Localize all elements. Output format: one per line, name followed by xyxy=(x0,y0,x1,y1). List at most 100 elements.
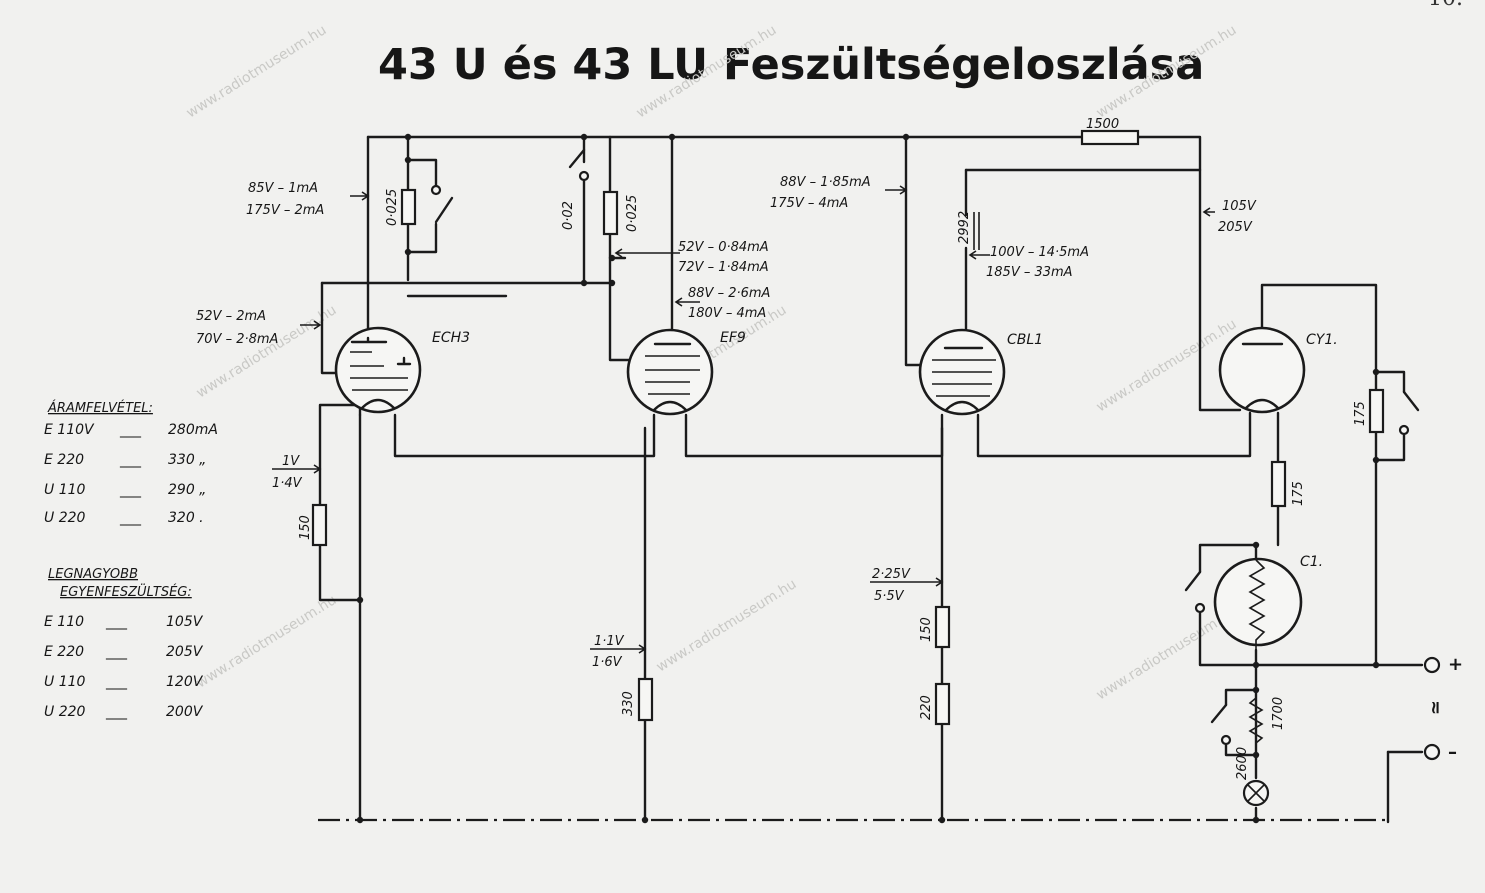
reading-ef9-screen: 72V – 1·84mA xyxy=(678,260,769,275)
legend-value: 120V xyxy=(166,674,204,690)
legend-model: U 110 xyxy=(44,674,86,690)
resistor-220 xyxy=(934,682,951,726)
legend-dash: ___ xyxy=(105,644,128,660)
resistor-175-right xyxy=(1368,388,1385,434)
legend-heading: LEGNAGYOBB xyxy=(48,567,138,582)
legend-value: 280mA xyxy=(168,422,218,438)
reading-cbl1-plate: 185V – 33mA xyxy=(986,265,1073,280)
legend-heading: ÁRAMFELVÉTEL: xyxy=(47,400,153,416)
resistor-labels: 1500 0·025 0·02 0·025 2992 150 330 150 2… xyxy=(298,117,1368,780)
tube-cbl1: CBL1 xyxy=(918,328,1043,416)
resistor-175-mid xyxy=(1270,460,1287,508)
legend-value: 290 „ xyxy=(168,482,206,498)
output-transformer xyxy=(973,212,980,250)
legend-model: E 110V xyxy=(44,422,95,438)
current-draw-legend: ÁRAMFELVÉTEL: E 110V ___ 280mA E 220 ___… xyxy=(44,400,218,526)
resistor-label: 175 xyxy=(1291,481,1306,506)
reading-ef9-plate: 88V – 2·6mA xyxy=(688,286,770,301)
resistor-0025-b xyxy=(602,190,619,236)
legend-value: 320 . xyxy=(168,510,204,526)
terminal-plus-label: + xyxy=(1448,654,1463,675)
resistor-label: 175 xyxy=(1353,401,1368,426)
reading-ef9-cathode: 1·6V xyxy=(592,655,623,670)
legend-dash: ___ xyxy=(119,452,142,468)
resistor-150-left xyxy=(311,503,328,547)
tube-cy1: CY1. xyxy=(1218,326,1338,414)
page-number: 10. xyxy=(1428,0,1463,11)
reading-ech3-screen: 52V – 2mA xyxy=(196,309,266,324)
resistor-label: 1700 xyxy=(1271,697,1286,730)
legend-dash: ___ xyxy=(105,674,128,690)
legend-dash: ___ xyxy=(119,482,142,498)
tube-label: CY1. xyxy=(1306,332,1338,348)
terminal-minus-icon xyxy=(1423,743,1441,761)
reading-supply: 105V xyxy=(1222,199,1257,214)
resistor-label: 2600 xyxy=(1235,747,1250,780)
watermark-text: www.radiotmuseum.hu xyxy=(194,592,340,691)
reading-ech3-plate: 175V – 2mA xyxy=(246,203,324,218)
max-voltage-legend: LEGNAGYOBB EGYENFESZÜLTSÉG: E 110 ___ 10… xyxy=(44,567,204,720)
reading-ech3-plate: 85V – 1mA xyxy=(248,181,318,196)
resistor-label: 150 xyxy=(919,617,934,642)
acdc-symbol: ≂ xyxy=(1425,700,1446,715)
resistor-1500 xyxy=(1080,129,1140,146)
resistors xyxy=(311,129,1385,755)
legend-dash: ___ xyxy=(105,704,128,720)
reading-supply: 205V xyxy=(1218,220,1253,235)
supply-terminals: + – ≂ xyxy=(1423,654,1463,763)
junction-dots xyxy=(356,133,1380,824)
resistor-label: 0·02 xyxy=(561,201,576,230)
tube-label: ECH3 xyxy=(432,330,470,346)
resistor-1700 xyxy=(1248,690,1264,755)
legend-value: 105V xyxy=(166,614,204,630)
tube-label: EF9 xyxy=(720,330,746,346)
reading-cbl1-cathode: 5·5V xyxy=(874,589,905,604)
measurement-arrows xyxy=(272,185,1215,654)
resistor-label: 2992 xyxy=(957,211,972,244)
terminal-plus-icon xyxy=(1423,656,1441,674)
watermark-text: www.radiotmuseum.hu xyxy=(184,22,330,121)
measurement-labels: 85V – 1mA 175V – 2mA 52V – 2mA 70V – 2·8… xyxy=(196,175,1257,670)
tube-c1: C1. xyxy=(1213,554,1323,650)
reading-cbl1-cathode: 2·25V xyxy=(872,567,911,582)
page-title: 43 U és 43 LU Feszültségeloszlása xyxy=(378,40,1205,90)
legend-model: E 220 xyxy=(44,452,84,468)
resistor-label: 220 xyxy=(919,695,934,720)
reading-ef9-plate: 180V – 4mA xyxy=(688,306,766,321)
reading-ech3-cathode: 1·4V xyxy=(272,476,303,491)
legend-value: 200V xyxy=(166,704,204,720)
watermark-text: www.radiotmuseum.hu xyxy=(1094,316,1240,415)
watermark-text: www.radiotmuseum.hu xyxy=(654,576,800,675)
tube-label: C1. xyxy=(1300,554,1323,570)
resistor-0025-a xyxy=(400,188,417,226)
legend-dash: ___ xyxy=(119,422,142,438)
legend-model: U 220 xyxy=(44,510,86,526)
reading-ef9-cathode: 1·1V xyxy=(594,634,625,649)
pilot-lamp-icon xyxy=(1242,779,1270,807)
resistor-label: 1500 xyxy=(1086,117,1119,132)
resistor-label: 150 xyxy=(298,515,313,540)
resistor-label: 330 xyxy=(621,691,636,716)
legend-model: U 110 xyxy=(44,482,86,498)
legend-model: E 220 xyxy=(44,644,84,660)
watermark-text: www.radiotmuseum.hu xyxy=(1094,22,1240,121)
reading-ech3-cathode: 1V xyxy=(282,454,300,469)
legend-model: E 110 xyxy=(44,614,84,630)
reading-cbl1-screen: 88V – 1·85mA xyxy=(780,175,871,190)
tube-ech3: ECH3 xyxy=(334,326,470,414)
tube-label: CBL1 xyxy=(1007,332,1043,348)
reading-ef9-screen: 52V – 0·84mA xyxy=(678,240,769,255)
watermark-text: www.radiotmuseum.hu xyxy=(634,22,780,121)
resistor-330 xyxy=(637,677,654,722)
resistor-150-mid xyxy=(934,605,951,649)
legend-value: 205V xyxy=(166,644,204,660)
reading-ech3-screen: 70V – 2·8mA xyxy=(196,332,278,347)
legend-model: U 220 xyxy=(44,704,86,720)
legend-dash: ___ xyxy=(119,510,142,526)
resistor-label: 0·025 xyxy=(385,189,400,226)
switch-contacts xyxy=(430,148,1420,746)
legend-dash: ___ xyxy=(105,614,128,630)
terminal-minus-label: – xyxy=(1448,742,1457,763)
